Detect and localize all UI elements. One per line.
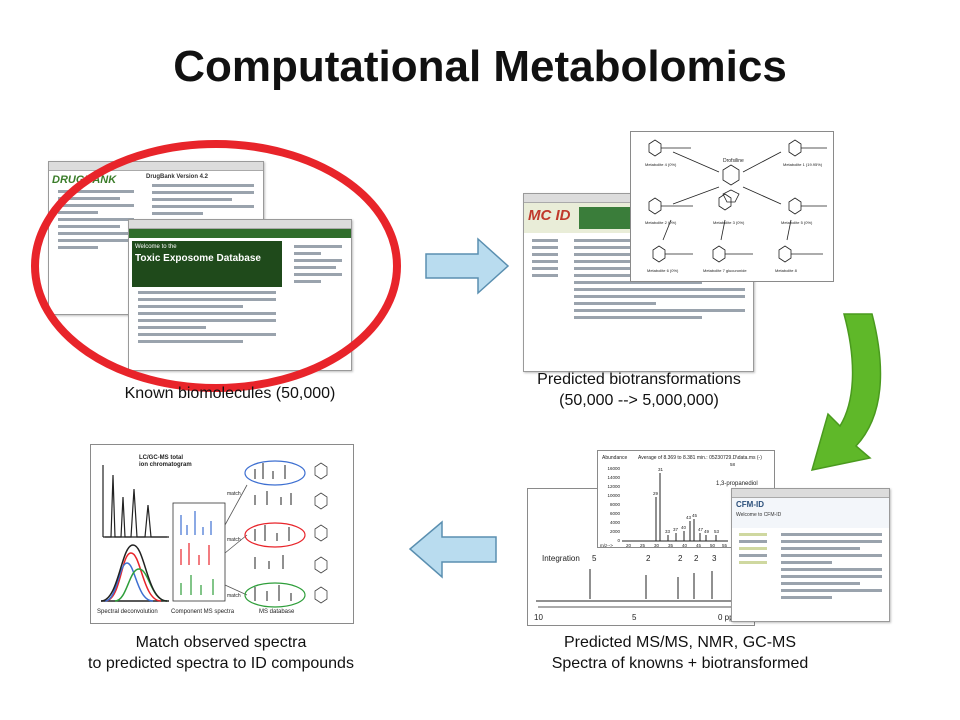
ms-abundance-label: Abundance bbox=[602, 455, 628, 461]
ms-header: Average of 8.369 to 8.381 min.: 05230729… bbox=[638, 455, 762, 461]
nmr-tick-0: 10 bbox=[534, 613, 543, 622]
cfmid-screenshot: CFM-ID Welcome to CFM-ID bbox=[731, 488, 890, 622]
nmr-int-2: 2 bbox=[678, 554, 683, 563]
nmr-int-4: 3 bbox=[712, 554, 717, 563]
reaction-label-2: Metabolite 2 (0%) bbox=[645, 220, 677, 225]
ms-mz-label: m/z--> bbox=[600, 543, 613, 548]
ms-peak-7: 47 bbox=[698, 527, 704, 532]
caption-predicted-spectra-line2: Spectra of knowns + biotransformed bbox=[551, 655, 809, 672]
reaction-label-1: Metabolite 1 (19.95%) bbox=[783, 162, 823, 167]
caption-match-line1: Match observed spectra bbox=[135, 634, 307, 651]
ms-peak-8: 49 bbox=[704, 529, 710, 534]
ms-ytick-2: 12000 bbox=[607, 484, 620, 489]
reaction-label-4: Metabolite 5 (0%) bbox=[781, 220, 813, 225]
ms-xtick-7: 55 bbox=[722, 543, 728, 548]
t3db-heading-small: Welcome to the bbox=[135, 244, 177, 250]
ms-xtick-1: 25 bbox=[640, 543, 646, 548]
ms-top-peak: 58 bbox=[730, 462, 736, 467]
right-arrow-icon bbox=[425, 237, 510, 295]
ms-peak-4: 40 bbox=[681, 525, 687, 530]
reaction-label-8: Metabolite 8 bbox=[775, 268, 798, 273]
ms-xtick-4: 40 bbox=[682, 543, 688, 548]
ms-peak-2: 33 bbox=[665, 529, 671, 534]
left-arrow-icon bbox=[408, 520, 497, 579]
ms-peak-9: 53 bbox=[714, 529, 720, 534]
t3db-screenshot: Welcome to the Toxic Exposome Database bbox=[128, 219, 352, 371]
ms-ytick-4: 8000 bbox=[610, 502, 621, 507]
ms-peak-5: 43 bbox=[686, 515, 692, 520]
nmr-int-0: 5 bbox=[592, 554, 597, 563]
ms-peak-3: 37 bbox=[673, 527, 679, 532]
caption-predicted-bio-line2: (50,000 --> 5,000,000) bbox=[559, 392, 719, 409]
ms-peak-6: 45 bbox=[692, 513, 698, 518]
lcgc-match-1: match bbox=[227, 491, 241, 497]
lcgc-label-database: MS database bbox=[259, 609, 295, 615]
nmr-int-1: 2 bbox=[646, 554, 651, 563]
t3db-heading: Toxic Exposome Database bbox=[135, 253, 261, 264]
curved-arrow-icon bbox=[810, 313, 882, 471]
lcgc-label-deconvolution: Spectral deconvolution bbox=[97, 609, 158, 615]
ms-ytick-0: 16000 bbox=[607, 466, 620, 471]
ms-xtick-3: 35 bbox=[668, 543, 674, 548]
caption-predicted-biotransformations: Predicted biotransformations (50,000 -->… bbox=[508, 369, 770, 411]
reaction-label-0: Metabolite 4 (0%) bbox=[645, 162, 677, 167]
ms-xtick-0: 20 bbox=[626, 543, 632, 548]
ms-ytick-3: 10000 bbox=[607, 493, 620, 498]
drugbank-version: DrugBank Version 4.2 bbox=[146, 174, 209, 180]
caption-match-line2: to predicted spectra to ID compounds bbox=[88, 655, 354, 672]
caption-predicted-spectra: Predicted MS/MS, NMR, GC-MS Spectra of k… bbox=[500, 632, 860, 674]
highlight-circle bbox=[31, 140, 401, 392]
ms-xtick-2: 30 bbox=[654, 543, 660, 548]
caption-match-spectra: Match observed spectra to predicted spec… bbox=[40, 632, 402, 674]
ms-ytick-6: 4000 bbox=[610, 520, 621, 525]
caption-predicted-bio-line1: Predicted biotransformations bbox=[537, 371, 741, 388]
reaction-label-5: Metabolite 6 (0%) bbox=[647, 268, 679, 273]
cfmid-welcome: Welcome to CFM-ID bbox=[736, 512, 782, 518]
lcgc-matching-figure: LC/GC-MS total ion chromatogram Spectral… bbox=[90, 444, 354, 624]
reaction-label-7: Metabolite 7 glucuronide bbox=[703, 268, 747, 273]
lcgc-title-1: LC/GC-MS total bbox=[139, 455, 183, 461]
ms-ytick-5: 6000 bbox=[610, 511, 621, 516]
lcgc-match-2: match bbox=[227, 537, 241, 543]
reaction-center-label: Drofsiline bbox=[723, 158, 744, 164]
lcgc-label-component: Component MS spectra bbox=[171, 609, 235, 615]
ms-xtick-6: 50 bbox=[710, 543, 716, 548]
nmr-tick-2: 0 ppm bbox=[718, 613, 741, 622]
nmr-integration-label: Integration bbox=[542, 554, 580, 563]
reaction-label-3: Metabolite 3 (0%) bbox=[713, 220, 745, 225]
ms-peak-1: 29 bbox=[653, 491, 659, 496]
ms-compound: 1,3-propanediol bbox=[716, 481, 758, 487]
reaction-scheme: Drofsiline Metabolite 4 (0%) Metabolite … bbox=[630, 131, 834, 282]
ms-ytick-1: 14000 bbox=[607, 475, 620, 480]
ms-ytick-7: 2000 bbox=[610, 529, 621, 534]
ms-xtick-5: 45 bbox=[696, 543, 702, 548]
mcid-logo: MC ID bbox=[528, 207, 571, 224]
ms-peak-0: 31 bbox=[658, 467, 664, 472]
slide-title: Computational Metabolomics bbox=[173, 42, 787, 91]
lcgc-title-2: ion chromatogram bbox=[139, 462, 192, 468]
ms-ytick-8: 0 bbox=[617, 538, 620, 543]
caption-known-biomolecules: Known biomolecules (50,000) bbox=[124, 385, 336, 402]
caption-predicted-spectra-line1: Predicted MS/MS, NMR, GC-MS bbox=[563, 634, 797, 651]
lcgc-match-3: match bbox=[227, 593, 241, 599]
nmr-tick-1: 5 bbox=[632, 613, 637, 622]
nmr-int-3: 2 bbox=[694, 554, 699, 563]
cfmid-logo: CFM-ID bbox=[736, 500, 764, 509]
